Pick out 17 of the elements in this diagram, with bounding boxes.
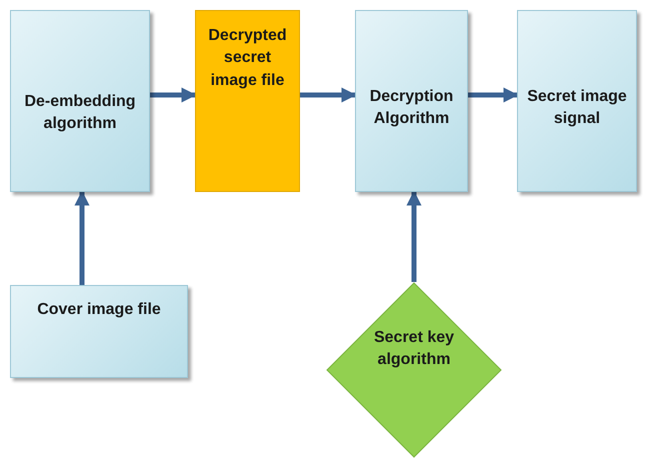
arrow [300, 88, 356, 102]
node-label: Decrypted secret image file [207, 26, 288, 91]
node-label: Decryption Algorithm [368, 87, 454, 130]
process-box [355, 10, 468, 192]
decision-diamond [326, 282, 502, 458]
node-label: De-embedding algorithm [23, 92, 137, 134]
node-label: Secret key algorithm [372, 328, 456, 370]
node-label: Secret image signal [526, 87, 628, 130]
process-box [517, 10, 637, 192]
process-box [10, 10, 150, 192]
arrow [468, 88, 518, 102]
arrow [74, 190, 90, 285]
process-box [195, 10, 300, 192]
process-box [10, 285, 188, 378]
arrow [406, 190, 422, 282]
node-label: Cover image file [37, 300, 161, 320]
arrow [150, 88, 196, 102]
